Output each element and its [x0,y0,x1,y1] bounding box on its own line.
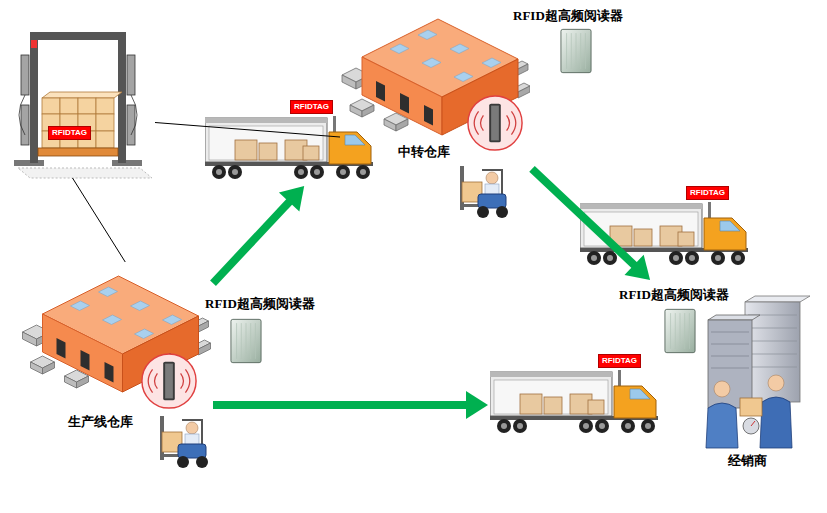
dealer-icon-part [748,315,797,367]
rfid-gate-part [118,35,126,163]
dealer-icon-part [745,296,810,302]
rfid-gate-part [131,95,137,135]
rfid-gate-part [112,160,142,166]
truck-icon [205,116,373,179]
label-anchor: RFID超高频阅读器 [512,8,624,24]
rfid-gate-part [30,32,126,40]
node-label: 生产线仓库 [68,414,133,430]
rfid-gate-part-part [96,98,114,114]
truck-icon [490,370,658,433]
flow-arrow [213,391,488,419]
rfid-gate-part-part [96,114,114,131]
node-label: 中转仓库 [398,144,450,160]
rfid-gate-part-part [21,105,29,145]
dealer-icon-part-part [711,356,749,357]
dealer-icon-part-part [748,367,797,368]
dealer-icon-part-part [748,341,797,342]
rfid-gate-part [42,92,122,98]
connector-line [532,169,635,266]
flow-arrow [213,186,304,283]
connector-line [213,201,290,283]
rfid-gate-part [18,168,152,178]
leader-line [73,178,126,262]
label-anchor: RFID超高频阅读器 [204,296,316,312]
rfid-gate: RFIDTAG [5,28,155,178]
reader-callout [142,354,196,408]
rfid-gate [14,32,152,178]
rfid-gate-part-part [96,131,114,148]
dealer-icon-part [751,421,755,426]
rfid-gate-part-part [60,98,78,114]
rfid-gate-part-part [127,55,135,95]
dealer-icon-part [711,332,749,368]
dealer-icon-part-part [748,328,797,329]
arrow-head [624,255,650,280]
rfid-gate-part [14,160,44,166]
connector-line [213,401,467,409]
device-label: RFID超高频阅读器 [618,287,730,303]
rfid-tag-label: RFIDTAG [686,186,729,200]
dealer-icon-part [760,397,792,448]
rfid-gate-part [21,55,135,145]
leader-line [155,123,340,138]
reader-icon [665,309,695,352]
reader-icon [561,29,591,72]
arrow-head [466,391,488,419]
dealer-icon-part-part [711,344,749,345]
rfid-gate-part [19,95,25,135]
rfid-gate-part [30,35,38,163]
dealer: 经销商 [615,280,810,475]
rfid-gate-part-part [21,55,29,95]
warehouse: 中转仓库 [340,5,532,225]
truck: RFIDTAG [205,96,379,186]
dealer-icon-part [708,315,760,320]
dealer-icon-part [714,381,730,397]
dealer-icon-part-part [711,332,749,333]
rfid-tag-label: RFIDTAG [598,354,641,368]
connector-line [73,178,126,262]
rfid-gate-part-part [127,105,135,145]
connector-line [155,123,340,138]
rfid-gate-part [38,148,118,156]
dealer-icon-part-part [711,368,749,369]
dealer-icon-part-part [748,354,797,355]
rfid-gate-part-part [78,98,96,114]
device-label: RFID超高频阅读器 [512,8,624,24]
truck: RFIDTAG [488,350,660,440]
rfid-gate-part-part [42,98,60,114]
dealer-icon [706,296,810,448]
dealer-icon-part [706,403,738,448]
device-label: RFID超高频阅读器 [204,296,316,312]
truck: RFIDTAG [578,182,754,270]
dealer-icon-part [743,418,759,434]
rfid-tag-label: RFIDTAG [48,126,91,140]
reader-callout [468,96,522,150]
arrow-head [279,186,304,212]
rfid-gate-part [31,40,37,48]
forklift-icon [460,166,508,218]
rfid-gate-part [42,98,114,148]
label-anchor: RFID超高频阅读器 [618,287,730,303]
node-label: 经销商 [728,453,767,469]
flow-arrow [532,169,650,280]
forklift-icon [160,416,208,468]
dealer-icon-part [740,398,762,416]
dealer-icon-part [708,320,752,408]
reader-icon [231,319,261,362]
dealer-icon-part [768,375,784,391]
rfid-tag-label: RFIDTAG [290,100,333,114]
warehouse: 生产线仓库 [18,262,213,474]
